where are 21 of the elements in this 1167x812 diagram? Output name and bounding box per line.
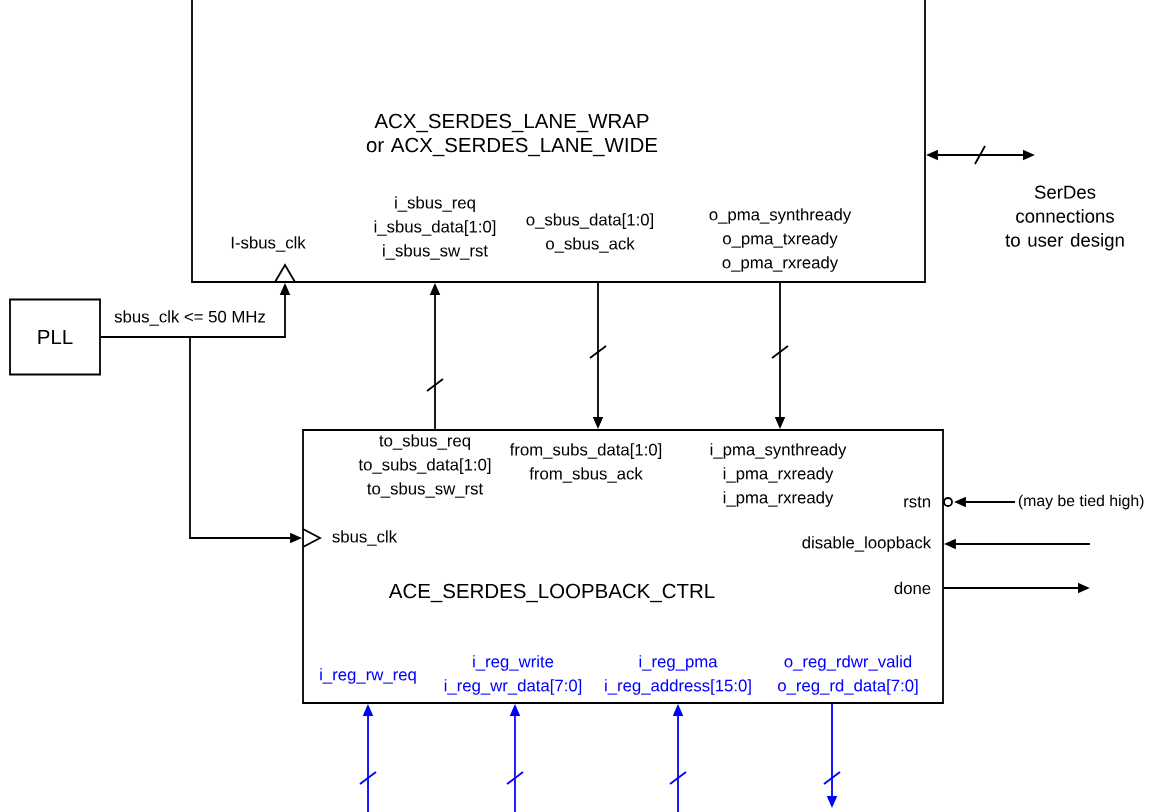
port-label: i_reg_pma i_reg_address[15:0] [605, 655, 751, 695]
port-label: i_reg_write i_reg_wr_data[7:0] [444, 655, 582, 695]
block-title: ACE_SERDES_LOOPBACK_CTRL [388, 583, 715, 603]
port-label: o_pma_synthready o_pma_txready o_pma_rxready [709, 208, 852, 272]
port-label: i_sbus_req i_sbus_data[1:0] i_sbus_sw_rst [374, 196, 496, 260]
port-label: to_sbus_req to_subs_data[1:0] to_sbus_sw_rst [358, 434, 491, 498]
port-label: rstn [904, 496, 930, 508]
port-label: o_sbus_data[1:0] o_sbus_ack [526, 213, 653, 253]
port-label: disable_loopback [802, 536, 932, 552]
block-box: PLL [9, 298, 101, 376]
block-title: ACX_SERDES_LANE_WRAP or ACX_SERDES_LANE_WIDE [366, 113, 658, 157]
port-label: sbus_clk [332, 530, 398, 546]
port-label: i_reg_rw_req [320, 668, 416, 684]
port-label: i_pma_synthready i_pma_rxready i_pma_rxready [710, 443, 847, 507]
note-text: (may be tied high) [1018, 494, 1144, 510]
port-label: o_reg_rdwr_valid o_reg_rd_data[7:0] [777, 655, 918, 695]
port-label: I-sbus_clk [231, 236, 306, 252]
port-label: done [894, 581, 931, 595]
annotation-text: SerDes connections to user design [1005, 185, 1124, 251]
port-label: from_subs_data[1:0] from_sbus_ack [509, 443, 662, 483]
edge-label: sbus_clk <= 50 MHz [112, 308, 268, 328]
